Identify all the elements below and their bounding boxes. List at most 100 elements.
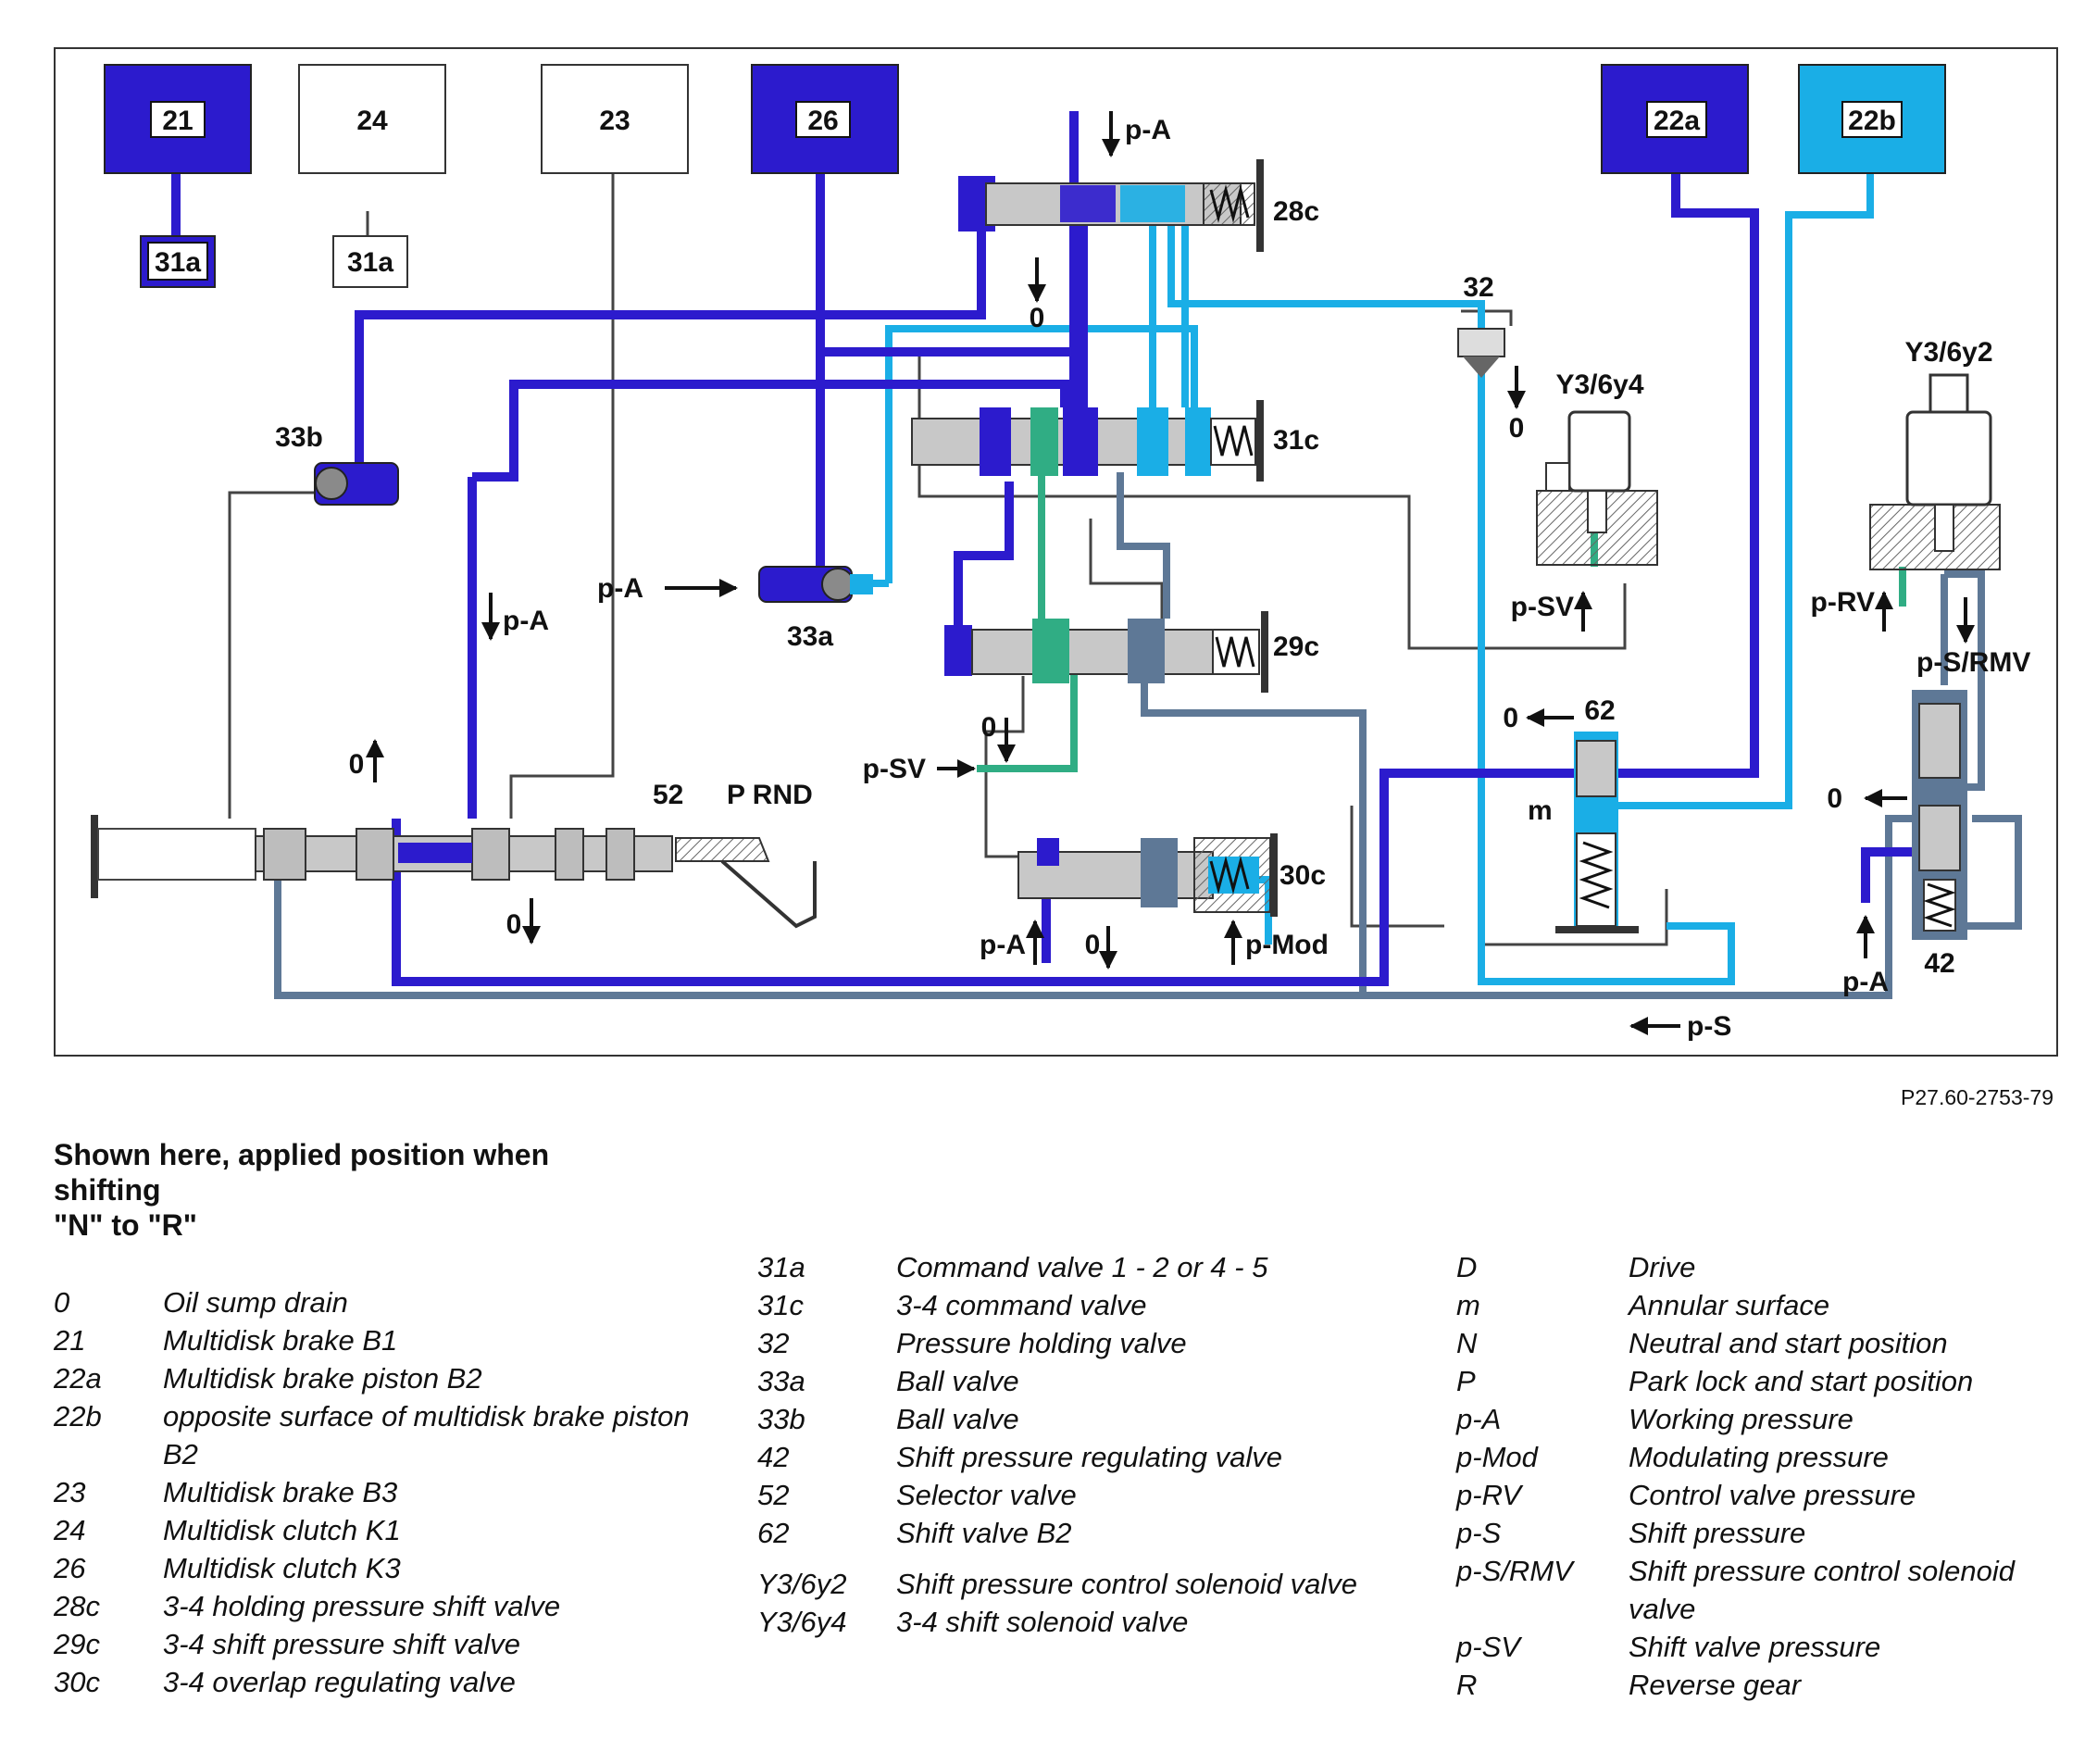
box-31a-right-label: 31a <box>347 247 393 278</box>
valve-29c: 29c <box>944 611 1319 693</box>
valve-29c-label: 29c <box>1273 632 1319 662</box>
legend-row: 31c 3-4 command valve <box>757 1286 1359 1324</box>
legend-key: 33b <box>757 1403 805 1435</box>
dark-blue-lines <box>171 111 1912 986</box>
box-22b: 22b <box>1798 64 1946 174</box>
box-26: 26 <box>751 64 899 174</box>
shift-valve-62: 62 m <box>1528 695 1639 933</box>
legend-value: Multidisk brake B1 <box>163 1324 398 1357</box>
legend-value: Shift pressure <box>1629 1517 1806 1549</box>
legend-row: p-RV Control valve pressure <box>1456 1476 2086 1514</box>
label-pSV-left: p-SV <box>863 754 926 784</box>
legend-row: 33a Ball valve <box>757 1362 1359 1400</box>
ball-valve-33b: 33b <box>275 422 399 506</box>
legend-value: Neutral and start position <box>1629 1327 1948 1359</box>
annular-surface-m-label: m <box>1528 795 1553 826</box>
label-zero-28c: 0 <box>1030 303 1045 333</box>
legend-key: p-RV <box>1456 1479 1522 1511</box>
legend-value: Control valve pressure <box>1629 1479 1916 1511</box>
caption-line: "N" to "R" <box>54 1208 197 1242</box>
legend-row: p-S/RMV Shift pressure control solenoid v… <box>1456 1552 2086 1628</box>
caption-line: shifting <box>54 1173 161 1207</box>
box-22a: 22a <box>1601 64 1749 174</box>
legend-value: opposite surface of multidisk brake pist… <box>163 1400 690 1470</box>
selector-valve-52: 52 P RND <box>91 780 817 929</box>
label-zero-selector-up: 0 <box>349 749 365 780</box>
outline-lines <box>228 141 1668 946</box>
legend-value: Shift pressure control solenoid valve <box>1629 1555 2016 1625</box>
figure-id: P27.60-2753-79 <box>1901 1085 2053 1109</box>
caption: Shown here, applied position when shifti… <box>54 1137 646 1243</box>
label-pA-33a: p-A <box>597 573 643 604</box>
legend-row: 28c 3-4 holding pressure shift valve <box>54 1587 702 1625</box>
legend-key: Y3/6y2 <box>757 1568 847 1600</box>
legend-value: 3-4 shift pressure shift valve <box>163 1628 520 1660</box>
legend-key: D <box>1456 1251 1478 1283</box>
caption-line: Shown here, applied position when <box>54 1138 550 1171</box>
legend-key: p-Mod <box>1456 1441 1538 1473</box>
regulating-valve-42: 42 <box>1912 690 1967 979</box>
legend-key: 23 <box>54 1476 86 1508</box>
label-pMod: p-Mod <box>1245 930 1329 960</box>
legend-value: Ball valve <box>896 1365 1019 1397</box>
legend-key: 22b <box>54 1400 102 1432</box>
pressure-holding-valve-32: 32 <box>1457 272 1505 378</box>
legend-key: R <box>1456 1669 1478 1701</box>
legend-key: 31a <box>757 1251 805 1283</box>
label-zero-30c: 0 <box>1085 930 1101 960</box>
label-pA-30c: p-A <box>980 930 1026 960</box>
legend-key: m <box>1456 1289 1480 1321</box>
box-31a-left-label: 31a <box>155 247 201 278</box>
flow-arrows <box>366 111 1975 1035</box>
legend-key: p-S <box>1456 1517 1502 1549</box>
legend-row: 22b opposite surface of multidisk brake p… <box>54 1397 702 1473</box>
solenoid-y3-6y2: Y3/6y2 <box>1869 337 2001 570</box>
label-zero-62: 0 <box>1503 703 1518 733</box>
label-zero-selector-down: 0 <box>506 909 522 940</box>
box-21: 21 <box>104 64 252 174</box>
legend-key: 42 <box>757 1441 790 1473</box>
box-22a-label: 22a <box>1654 106 1700 136</box>
legend-value: Shift pressure control solenoid valve <box>896 1568 1357 1600</box>
legend-value: 3-4 holding pressure shift valve <box>163 1590 561 1622</box>
legend-row: R Reverse gear <box>1456 1666 2086 1704</box>
legend-value: Shift pressure regulating valve <box>896 1441 1283 1473</box>
legend-value: Multidisk brake B3 <box>163 1476 398 1508</box>
legend-key: 31c <box>757 1289 804 1321</box>
legend-key: 22a <box>54 1362 102 1395</box>
solenoid-y3-6y4-label: Y3/6y4 <box>1555 369 1643 400</box>
label-zero-32: 0 <box>1509 413 1525 444</box>
legend-row: m Annular surface <box>1456 1286 2086 1324</box>
box-24-label: 24 <box>356 106 388 136</box>
legend-row: 23 Multidisk brake B3 <box>54 1473 702 1511</box>
legend-value: Reverse gear <box>1629 1669 1802 1701</box>
solenoid-y3-6y4: Y3/6y4 <box>1536 369 1658 566</box>
label-pS: p-S <box>1687 1011 1731 1042</box>
legend-key: 0 <box>54 1286 70 1319</box>
legend-key: 28c <box>54 1590 100 1622</box>
ball-valve-33b-label: 33b <box>275 422 323 453</box>
selector-valve-52-label: 52 <box>653 780 683 810</box>
legend-value: Shift valve B2 <box>896 1517 1072 1549</box>
box-21-label: 21 <box>162 106 193 136</box>
legend-key: Y3/6y4 <box>757 1606 847 1638</box>
legend-value: Annular surface <box>1629 1289 1830 1321</box>
legend-value: 3-4 command valve <box>896 1289 1147 1321</box>
legend-key: 21 <box>54 1324 86 1357</box>
legend-key: 33a <box>757 1365 805 1397</box>
legend-value: Multidisk clutch K1 <box>163 1514 401 1546</box>
legend-key: p-S/RMV <box>1456 1555 1573 1587</box>
